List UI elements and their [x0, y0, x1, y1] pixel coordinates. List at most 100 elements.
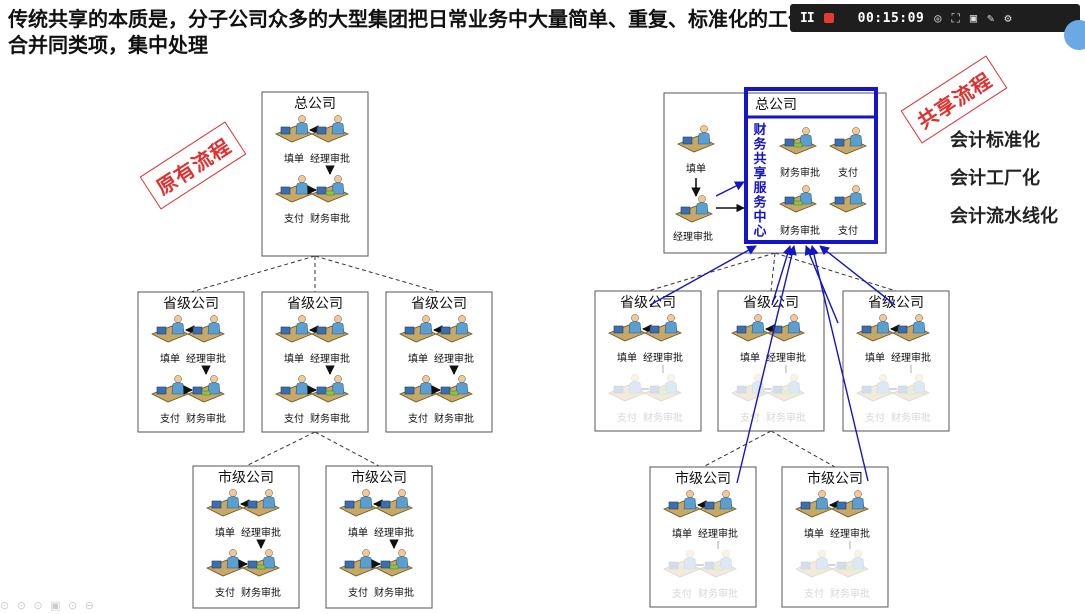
finance-worker-icon — [644, 374, 682, 402]
ssc-title-char: 心 — [753, 225, 766, 240]
hq-title: 总公司 — [755, 97, 797, 113]
recording-timer: 00:15:09 — [857, 10, 925, 26]
slide-controls[interactable]: ⊙ ⊙ ⊙ ▣ ⊙ ⊖ — [0, 599, 96, 612]
left-province-box-2: 省级公司填单经理审批支付财务审批 — [385, 291, 493, 433]
right-city-box-0: 市级公司填单经理审批支付财务审批 — [649, 466, 757, 608]
hierarchy-line — [647, 252, 776, 292]
company-title: 省级公司 — [868, 295, 924, 311]
pay-worker-icon — [663, 550, 701, 578]
manager-worker-icon — [892, 314, 930, 342]
ssc-task-label: 支付 — [838, 166, 858, 179]
step-label-fill: 填单 — [284, 352, 304, 365]
pen-icon[interactable]: ✎ — [987, 11, 995, 25]
keyword-factory: 会计工厂化 — [950, 168, 1040, 189]
step-label-fill: 填单 — [804, 527, 824, 540]
company-box — [781, 466, 889, 608]
manager-worker-icon — [311, 315, 349, 343]
submission-arrow — [649, 245, 757, 306]
manager-worker-icon — [187, 315, 225, 343]
step-label-finance: 财务审批 — [766, 411, 806, 424]
finance-worker-icon — [311, 175, 349, 203]
finance-worker-icon — [242, 549, 280, 577]
company-title: 市级公司 — [675, 470, 731, 487]
step-label-fill: 填单 — [215, 526, 235, 539]
hierarchy-line — [314, 255, 440, 293]
step-label-pay: 支付 — [408, 412, 428, 425]
company-title: 市级公司 — [351, 469, 407, 486]
ssc-title-char: 服 — [753, 181, 767, 196]
camera-icon[interactable]: ▣ — [969, 11, 978, 25]
avatar-bubble — [1064, 20, 1085, 50]
step-label-pay: 支付 — [215, 586, 235, 599]
step-label-fill: 填单 — [408, 352, 428, 365]
company-title: 省级公司 — [620, 295, 676, 311]
finance-worker-icon — [187, 375, 225, 403]
company-title: 省级公司 — [411, 296, 467, 312]
step-label-finance: 财务审批 — [643, 411, 683, 424]
company-box — [842, 290, 950, 432]
step-label-finance: 财务审批 — [310, 212, 350, 225]
left-city-box-0: 市级公司填单经理审批支付财务审批 — [192, 465, 300, 609]
fill-worker-icon — [608, 314, 646, 342]
manager-worker-icon — [311, 115, 349, 143]
manager-worker-icon — [435, 315, 473, 343]
company-title: 市级公司 — [218, 469, 274, 486]
step-label-fill: 填单 — [865, 351, 885, 364]
submission-arrow — [736, 245, 797, 484]
step-label-finance: 财务审批 — [310, 412, 350, 425]
finance-worker-icon — [311, 375, 349, 403]
hierarchy-line — [702, 430, 772, 468]
step-label-finance: 财务审批 — [891, 411, 931, 424]
right-province-box-0: 省级公司填单经理审批支付财务审批 — [594, 290, 702, 432]
finance-worker-icon — [435, 375, 473, 403]
step-label-manager: 经理审批 — [766, 351, 806, 364]
step-label-manager: 经理审批 — [186, 352, 226, 365]
submission-arrow — [819, 245, 896, 306]
webcam-icon[interactable]: ◎ — [934, 11, 942, 25]
step-label-manager: 经理审批 — [891, 351, 931, 364]
step-label-manager: 经理审批 — [310, 152, 350, 165]
step-label-manager: 经理审批 — [830, 527, 870, 540]
step-label-pay: 支付 — [740, 411, 760, 424]
finance-worker-icon — [779, 127, 817, 155]
submission-arrow — [771, 245, 793, 306]
pay-worker-icon — [795, 550, 833, 578]
company-box — [261, 291, 369, 433]
manager-worker-icon — [675, 195, 713, 223]
right-province-box-2: 省级公司填单经理审批支付财务审批 — [842, 290, 950, 432]
pause-button[interactable]: II — [800, 10, 815, 26]
hierarchy-line — [770, 252, 776, 292]
step-label-pay: 支付 — [617, 411, 637, 424]
step-label-fill: 填单 — [686, 162, 706, 175]
left-hq-box: 总公司填单经理审批支付财务审批 — [261, 91, 369, 257]
stop-button[interactable] — [823, 13, 834, 23]
fill-worker-icon — [151, 315, 189, 343]
company-box — [594, 290, 702, 432]
company-box — [137, 291, 245, 433]
right-city-box-1: 市级公司填单经理审批支付财务审批 — [781, 466, 889, 608]
step-label-pay: 支付 — [672, 587, 692, 600]
left-province-box-0: 省级公司填单经理审批支付财务审批 — [137, 291, 245, 433]
submit-arrow — [715, 181, 745, 197]
finance-worker-icon — [767, 374, 805, 402]
keyword-standardization: 会计标准化 — [950, 130, 1040, 151]
step-label-finance: 财务审批 — [241, 586, 281, 599]
company-title: 省级公司 — [287, 296, 343, 312]
fill-worker-icon — [663, 490, 701, 518]
left-city-box-1: 市级公司填单经理审批支付财务审批 — [325, 465, 433, 609]
manager-worker-icon — [644, 314, 682, 342]
fullscreen-icon[interactable]: ⛶ — [951, 10, 960, 25]
settings-icon[interactable]: ⚙ — [1004, 11, 1012, 25]
fill-worker-icon — [275, 115, 313, 143]
step-label-fill: 填单 — [617, 351, 637, 364]
pay-worker-icon — [829, 127, 867, 155]
pay-worker-icon — [151, 375, 189, 403]
pay-worker-icon — [399, 375, 437, 403]
hierarchy-line — [770, 430, 836, 468]
left-province-box-1: 省级公司填单经理审批支付财务审批 — [261, 291, 369, 433]
company-box — [325, 465, 433, 609]
manager-worker-icon — [831, 490, 869, 518]
company-box — [649, 466, 757, 608]
company-box — [717, 290, 825, 432]
